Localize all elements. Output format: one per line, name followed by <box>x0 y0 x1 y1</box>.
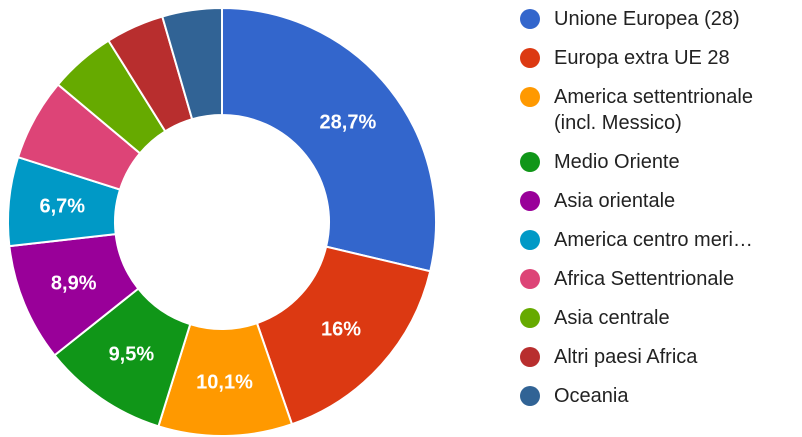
legend-label-4: Asia orientale <box>554 190 676 212</box>
legend-swatch-6 <box>520 269 540 289</box>
legend-item-5[interactable]: America centro meri… <box>520 227 802 253</box>
legend-label-7: Asia centrale <box>554 307 670 329</box>
slice-value-label-4: 8,9% <box>51 272 97 294</box>
legend-item-0[interactable]: Unione Europea (28) <box>520 6 802 32</box>
legend-label-0: Unione Europea (28) <box>554 8 740 30</box>
legend-label-1: Europa extra UE 28 <box>554 47 730 69</box>
donut-slice-9[interactable] <box>161 6 223 121</box>
legend-swatch-0 <box>520 9 540 29</box>
legend-item-2[interactable]: America settentrionale (incl. Messico) <box>520 84 802 136</box>
slice-value-label-1: 16% <box>321 319 361 341</box>
slice-value-label-0: 28,7% <box>320 111 377 133</box>
slice-value-label-3: 9,5% <box>109 343 155 365</box>
legend-swatch-5 <box>520 230 540 250</box>
legend-item-4[interactable]: Asia orientale <box>520 188 802 214</box>
legend-label-9: Oceania <box>554 385 629 407</box>
legend-item-6[interactable]: Africa Settentrionale <box>520 266 802 292</box>
donut-chart-svg: 28,7% 16% 10,1% 9,5% 8,9% 6,7% <box>7 6 437 437</box>
legend-item-9[interactable]: Oceania <box>520 383 802 409</box>
legend-swatch-2 <box>520 87 540 107</box>
legend-swatch-9 <box>520 386 540 406</box>
slice-value-label-5: 6,7% <box>39 195 85 217</box>
legend-swatch-8 <box>520 347 540 367</box>
slice-value-label-2: 10,1% <box>196 371 253 393</box>
legend-swatch-1 <box>520 48 540 68</box>
chart-legend: Unione Europea (28) Europa extra UE 28 Ame… <box>520 6 802 422</box>
legend-swatch-4 <box>520 191 540 211</box>
legend-item-1[interactable]: Europa extra UE 28 <box>520 45 802 71</box>
legend-item-8[interactable]: Altri paesi Africa <box>520 344 802 370</box>
legend-label-8: Altri paesi Africa <box>554 346 698 368</box>
legend-item-3[interactable]: Medio Oriente <box>520 149 802 175</box>
donut-slice-0[interactable] <box>221 6 437 273</box>
legend-label-5: America centro meri… <box>554 229 753 251</box>
legend-label-3: Medio Oriente <box>554 151 680 173</box>
legend-label-2: America settentrionale (incl. Messico) <box>554 86 753 134</box>
donut-slice-1[interactable] <box>255 245 432 426</box>
legend-label-6: Africa Settentrionale <box>554 268 735 290</box>
legend-item-7[interactable]: Asia centrale <box>520 305 802 331</box>
legend-swatch-7 <box>520 308 540 328</box>
legend-swatch-3 <box>520 152 540 172</box>
